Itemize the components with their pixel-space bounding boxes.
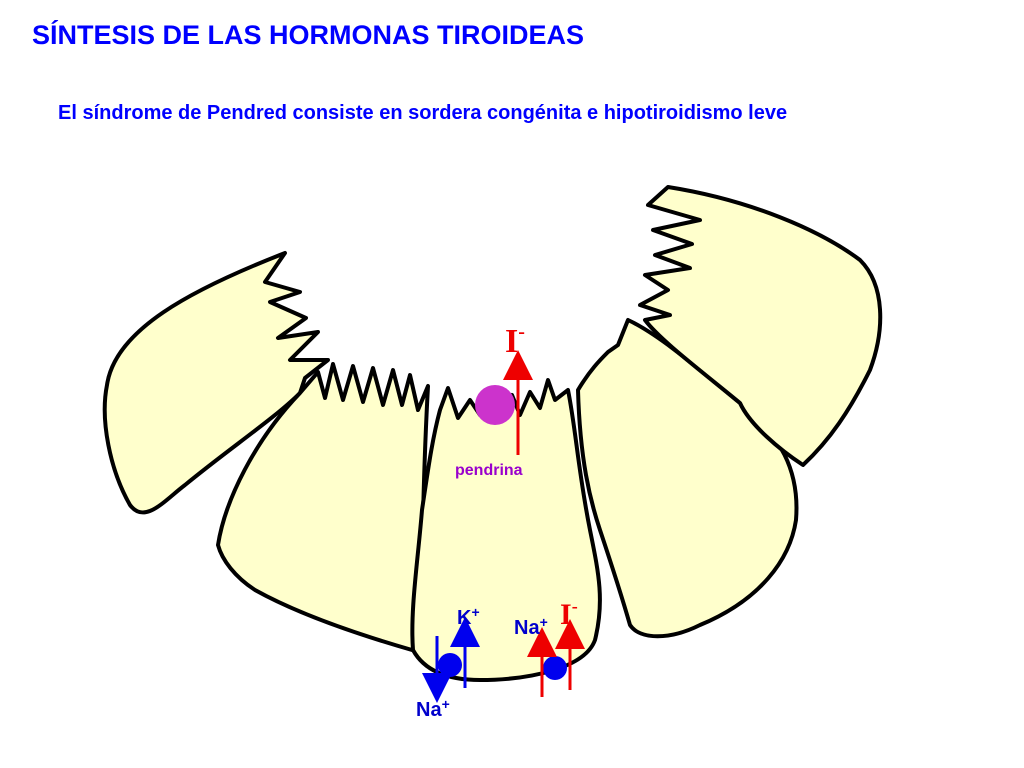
cell-far-left bbox=[102, 251, 330, 515]
sodium-iodide-symporter bbox=[543, 656, 567, 680]
potassium-label: K+ bbox=[457, 604, 480, 629]
iodide-apical-label: I- bbox=[505, 321, 525, 360]
pendrina-label: pendrina bbox=[455, 462, 523, 479]
page-title: SÍNTESIS DE LAS HORMONAS TIROIDEAS bbox=[32, 20, 585, 50]
sodium-out-label: Na+ bbox=[416, 696, 450, 721]
pendrin-transporter bbox=[475, 385, 515, 425]
cell-center bbox=[410, 378, 602, 682]
cell-far-right bbox=[638, 185, 883, 467]
cell-near-right bbox=[576, 318, 799, 639]
page-subtitle: El síndrome de Pendred consiste en sorde… bbox=[58, 102, 788, 124]
na-k-pump bbox=[438, 653, 462, 677]
iodide-basal-label: I- bbox=[560, 596, 578, 631]
sodium-in-label: Na+ bbox=[514, 614, 548, 639]
